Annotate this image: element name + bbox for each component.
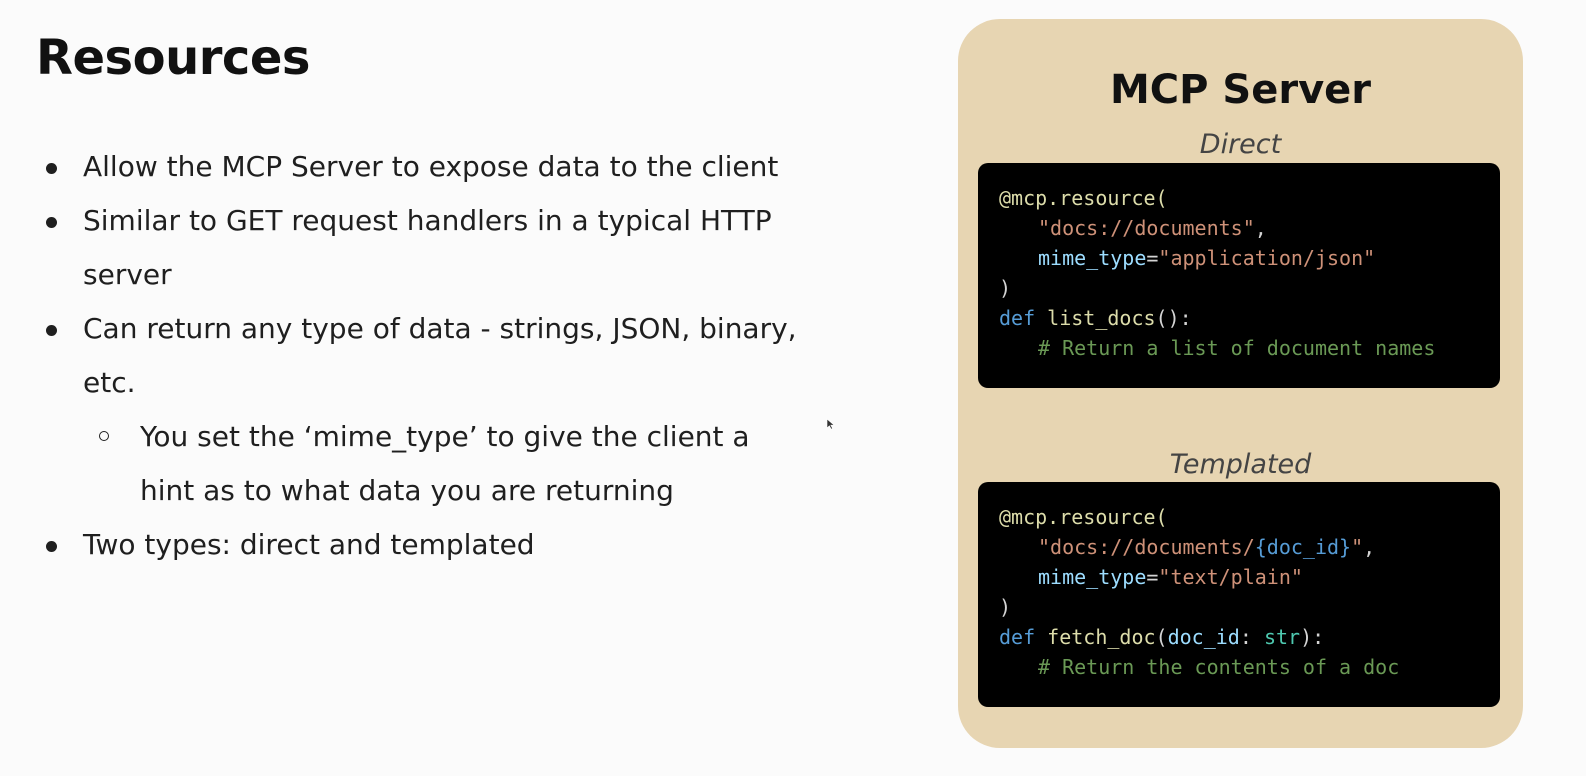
sub-bullet-text: You set the ‘mime_type’ to give the clie…: [140, 420, 750, 507]
code-line: ): [999, 592, 1500, 622]
bullet-circle-icon: [99, 431, 109, 441]
code-line: def fetch_doc(doc_id: str):: [999, 622, 1500, 652]
mouse-cursor-icon: [826, 418, 835, 430]
code-punct: (: [1155, 625, 1168, 649]
code-comment: # Return a list of document names: [1038, 336, 1436, 360]
sub-bullet-item: You set the ‘mime_type’ to give the clie…: [0, 410, 800, 518]
code-punct: =: [1146, 565, 1159, 589]
code-function: list_docs: [1047, 306, 1156, 330]
code-line: def list_docs():: [999, 303, 1500, 333]
bullet-item: Similar to GET request handlers in a typ…: [0, 194, 800, 302]
code-string: "docs://documents": [1038, 216, 1255, 240]
code-keyword: def: [999, 306, 1036, 330]
direct-label: Direct: [1199, 129, 1282, 160]
code-line: mime_type="text/plain": [999, 562, 1500, 592]
code-line: mime_type="application/json": [999, 243, 1500, 273]
bullet-text: Two types: direct and templated: [83, 528, 535, 561]
slide-title: Resources: [36, 30, 310, 86]
code-line: ): [999, 273, 1500, 303]
code-punct: ,: [1254, 216, 1267, 240]
code-line: "docs://documents",: [999, 213, 1500, 243]
bullet-list: Allow the MCP Server to expose data to t…: [0, 140, 800, 572]
code-template-param: {doc_id}: [1254, 535, 1352, 559]
code-string: "docs://documents/: [1038, 535, 1255, 559]
templated-label: Templated: [1169, 449, 1312, 480]
bullet-text: Similar to GET request handlers in a typ…: [83, 204, 772, 291]
code-param: doc_id: [1167, 625, 1240, 649]
code-line: "docs://documents/{doc_id}",: [999, 532, 1500, 562]
bullet-text: Allow the MCP Server to expose data to t…: [83, 150, 779, 183]
code-line: # Return the contents of a doc: [999, 652, 1500, 682]
code-type: str: [1263, 625, 1301, 649]
code-string: "text/plain": [1158, 565, 1303, 589]
code-line: @mcp.resource(: [999, 502, 1500, 532]
code-punct: ,: [1363, 535, 1376, 559]
code-decorator: @mcp.resource(: [999, 505, 1168, 529]
code-keyword: def: [999, 625, 1036, 649]
bullet-dot-icon: [46, 541, 57, 552]
code-line: # Return a list of document names: [999, 333, 1500, 363]
code-punct: ): [999, 276, 1012, 300]
code-param: mime_type: [1038, 565, 1147, 589]
code-punct: ():: [1155, 306, 1192, 330]
bullet-text: Can return any type of data - strings, J…: [83, 312, 797, 399]
code-decorator: @mcp.resource(: [999, 186, 1168, 210]
code-punct: =: [1146, 246, 1159, 270]
bullet-item: Can return any type of data - strings, J…: [0, 302, 800, 410]
code-line: @mcp.resource(: [999, 183, 1500, 213]
bullet-item: Allow the MCP Server to expose data to t…: [0, 140, 800, 194]
code-function: fetch_doc: [1047, 625, 1156, 649]
bullet-dot-icon: [46, 163, 57, 174]
code-punct: ): [999, 595, 1012, 619]
direct-code-block: @mcp.resource( "docs://documents", mime_…: [978, 163, 1500, 388]
bullet-item: Two types: direct and templated: [0, 518, 800, 572]
code-punct: ):: [1300, 625, 1325, 649]
code-string: "application/json": [1158, 246, 1376, 270]
code-punct: :: [1239, 625, 1264, 649]
panel-title: MCP Server: [1110, 67, 1371, 113]
code-string: ": [1351, 535, 1364, 559]
code-param: mime_type: [1038, 246, 1147, 270]
mcp-server-panel: MCP Server Direct @mcp.resource( "docs:/…: [958, 19, 1523, 748]
code-comment: # Return the contents of a doc: [1038, 655, 1400, 679]
bullet-dot-icon: [46, 325, 57, 336]
templated-code-block: @mcp.resource( "docs://documents/{doc_id…: [978, 482, 1500, 707]
bullet-dot-icon: [46, 217, 57, 228]
